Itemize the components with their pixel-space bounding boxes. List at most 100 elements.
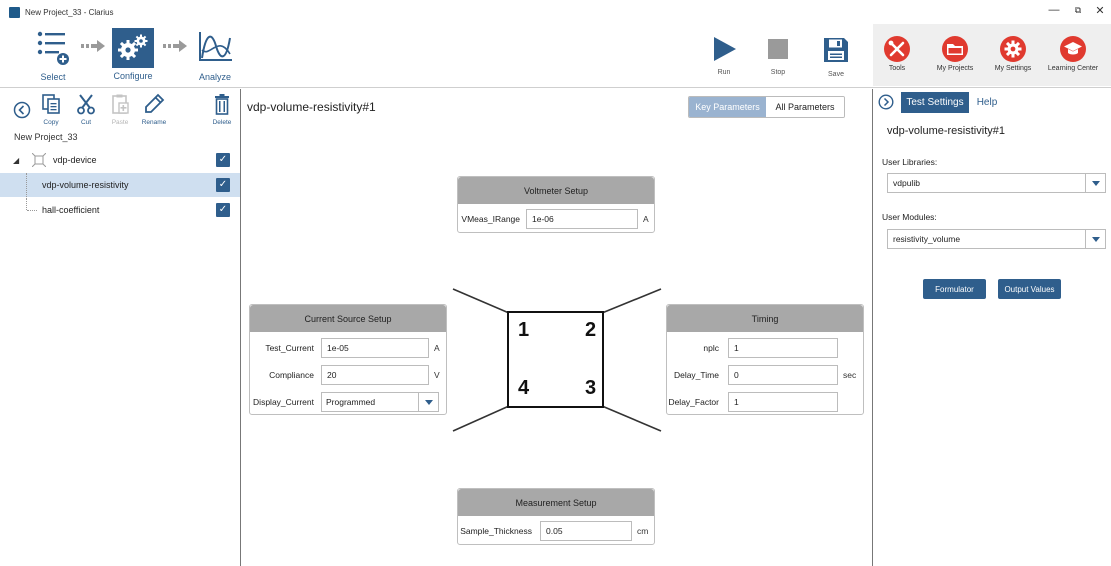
user-libraries-value: vdpulib	[893, 178, 920, 188]
tree-item-label: hall-coefficient	[42, 205, 100, 215]
expand-pane-icon[interactable]	[878, 94, 894, 110]
gears-icon	[112, 28, 154, 68]
trash-icon	[215, 94, 229, 115]
minimize-button[interactable]: —	[1048, 4, 1060, 16]
terminal-4-label: 4	[518, 377, 530, 399]
cut-label: Cut	[80, 119, 92, 126]
my-projects-button[interactable]: My Projects	[925, 36, 985, 72]
formulator-button[interactable]: Formulator	[923, 279, 986, 299]
pencil-icon	[145, 93, 165, 113]
tree-item-vdp-volume-resistivity[interactable]: vdp-volume-resistivity ✓	[0, 173, 240, 197]
delay-time-label: Delay_Time	[673, 370, 719, 380]
test-current-input[interactable]: 1e-05	[321, 338, 429, 358]
all-parameters-tab[interactable]: All Parameters	[766, 97, 844, 117]
tree-line	[27, 210, 37, 211]
workflow-arrow-icon	[163, 40, 187, 52]
test-title: vdp-volume-resistivity#1	[247, 100, 376, 114]
configure-step-label: Configure	[113, 71, 153, 81]
floppy-disk-icon	[824, 38, 848, 62]
save-label: Save	[828, 71, 844, 78]
vmeas-irange-input[interactable]: 1e-06	[526, 209, 638, 229]
tree-item-checkbox[interactable]: ✓	[216, 203, 230, 217]
configure-step-button[interactable]: Configure	[109, 28, 157, 81]
my-projects-label: My Projects	[936, 65, 974, 72]
user-libraries-label: User Libraries:	[882, 157, 938, 167]
sample-thickness-input[interactable]: 0.05	[540, 521, 632, 541]
cut-button[interactable]: Cut	[71, 93, 101, 126]
paste-button[interactable]: Paste	[105, 93, 135, 126]
paste-icon	[112, 94, 129, 114]
expand-triangle-icon[interactable]: ◢	[13, 155, 20, 165]
tools-label: Tools	[888, 65, 906, 72]
rename-button[interactable]: Rename	[139, 93, 169, 126]
device-icon	[32, 153, 46, 167]
workflow-arrow-icon	[81, 40, 105, 52]
voltmeter-setup-header: Voltmeter Setup	[458, 177, 654, 204]
terminal-1-label: 1	[518, 319, 530, 341]
tree-item-label: vdp-device	[53, 155, 97, 165]
project-name: New Project_33	[14, 132, 78, 142]
app-logo-icon	[9, 6, 20, 18]
chevron-down-icon[interactable]	[418, 393, 438, 411]
voltmeter-setup-panel: Voltmeter Setup VMeas_IRange 1e-06 A	[457, 176, 655, 233]
tools-button[interactable]: Tools	[867, 36, 927, 72]
tab-test-settings[interactable]: Test Settings	[901, 92, 969, 113]
tree-item-hall-coefficient[interactable]: hall-coefficient ✓	[0, 198, 240, 222]
learning-center-button[interactable]: Learning Center	[1043, 36, 1103, 72]
window-title: New Project_33 - Clarius	[25, 7, 114, 17]
terminal-2-label: 2	[585, 319, 597, 341]
delay-time-input[interactable]: 0	[728, 365, 838, 385]
tab-help[interactable]: Help	[976, 97, 998, 108]
chevron-down-icon[interactable]	[1085, 174, 1105, 192]
select-step-button[interactable]: Select	[29, 28, 77, 82]
paste-label: Paste	[111, 119, 129, 126]
tree-item-checkbox[interactable]: ✓	[216, 153, 230, 167]
current-source-setup-panel: Current Source Setup Test_Current 1e-05 …	[249, 304, 447, 415]
nplc-input[interactable]: 1	[728, 338, 838, 358]
rename-label: Rename	[141, 119, 167, 126]
tools-area: Tools My Projects My Settings Learning C…	[873, 24, 1111, 86]
sample-thickness-label: Sample_Thickness	[460, 526, 532, 536]
display-current-select[interactable]: Programmed	[321, 392, 439, 412]
delete-label: Delete	[212, 119, 232, 126]
output-values-button[interactable]: Output Values	[998, 279, 1061, 299]
chevron-down-icon[interactable]	[1085, 230, 1105, 248]
run-button[interactable]: Run	[704, 36, 744, 76]
close-button[interactable]: ✕	[1095, 5, 1105, 17]
test-current-label: Test_Current	[265, 343, 314, 353]
copy-icon	[42, 94, 60, 114]
vmeas-irange-label: VMeas_IRange	[461, 214, 520, 224]
terminal-3-label: 3	[585, 377, 597, 399]
key-parameters-tab[interactable]: Key Parameters	[689, 97, 766, 117]
main-toolbar: Select Configure	[0, 24, 1111, 88]
analyze-step-button[interactable]: Analyze	[191, 28, 239, 82]
save-button[interactable]: Save	[816, 36, 856, 78]
run-label: Run	[717, 69, 731, 76]
user-modules-value: resistivity_volume	[893, 234, 961, 244]
user-modules-select[interactable]: resistivity_volume	[887, 229, 1106, 249]
copy-label: Copy	[43, 119, 59, 126]
learning-center-label: Learning Center	[1047, 65, 1099, 72]
graph-icon	[199, 32, 232, 61]
compliance-input[interactable]: 20	[321, 365, 429, 385]
user-libraries-select[interactable]: vdpulib	[887, 173, 1106, 193]
title-bar: New Project_33 - Clarius — ⧉ ✕	[0, 0, 1111, 24]
collapse-pane-icon[interactable]	[13, 101, 31, 119]
delay-factor-input[interactable]: 1	[728, 392, 838, 412]
restore-button[interactable]: ⧉	[1074, 5, 1082, 15]
gear-icon	[1000, 36, 1026, 62]
vmeas-irange-unit: A	[643, 214, 649, 224]
tree-item-vdp-device[interactable]: ◢ vdp-device ✓	[0, 148, 240, 172]
tree-line	[26, 173, 27, 197]
display-current-value: Programmed	[326, 397, 376, 407]
play-icon	[714, 37, 736, 61]
tree-item-checkbox[interactable]: ✓	[216, 178, 230, 192]
copy-button[interactable]: Copy	[36, 93, 66, 126]
project-tree-pane: Copy Cut Paste Rename Delete New Project…	[0, 89, 241, 566]
my-settings-button[interactable]: My Settings	[983, 36, 1043, 72]
compliance-unit: V	[434, 370, 440, 380]
delay-time-unit: sec	[843, 370, 857, 380]
user-modules-label: User Modules:	[882, 212, 937, 222]
stop-button[interactable]: Stop	[758, 36, 798, 76]
delete-button[interactable]: Delete	[207, 93, 237, 126]
